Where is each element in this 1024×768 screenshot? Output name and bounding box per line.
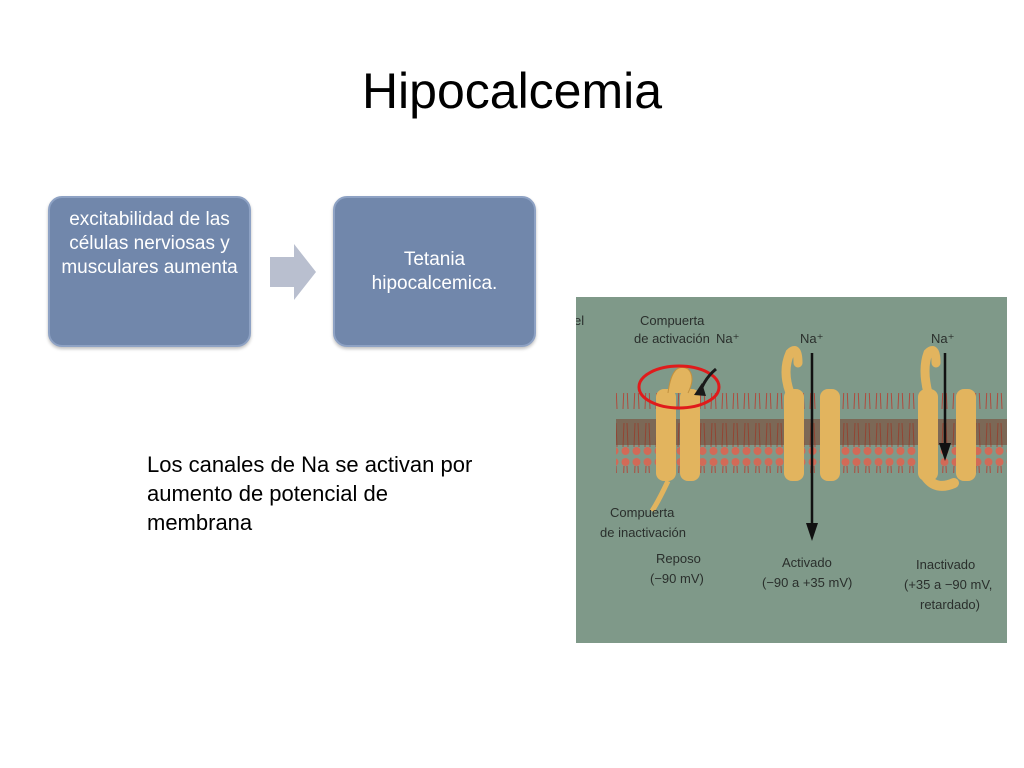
channel-active (781, 346, 840, 541)
label-inactivation-gate-line2: de inactivación (600, 525, 686, 540)
label-state-rest-line2: (−90 mV) (650, 571, 704, 586)
channel-inactive (918, 346, 976, 491)
label-na-inactive: Na⁺ (931, 331, 954, 346)
sodium-channel-figure: el Compuerta de activación Na⁺ Na⁺ Na⁺ C… (576, 297, 1007, 643)
channel-rest (637, 364, 721, 513)
label-na-rest: Na⁺ (716, 331, 739, 346)
note-text: Los canales de Na se activan por aumento… (147, 452, 473, 535)
label-state-inactive-line2: (+35 a −90 mV, (904, 577, 992, 592)
label-activation-gate-line1: Compuerta (640, 313, 705, 328)
label-inactivation-gate-line1: Compuerta (610, 505, 675, 520)
label-activation-gate-line2: de activación (634, 331, 710, 346)
label-state-active-line2: (−90 a +35 mV) (762, 575, 852, 590)
flow-box-excitability: excitabilidad de las células nerviosas y… (48, 196, 251, 347)
highlight-circle (637, 364, 721, 410)
label-state-inactive-line3: retardado) (920, 597, 980, 612)
label-state-inactive-line1: Inactivado (916, 557, 975, 572)
slide-title: Hipocalcemia (361, 63, 663, 119)
flow-box-tetany: Tetania hipocalcemica. (333, 196, 536, 347)
label-na-active: Na⁺ (800, 331, 823, 346)
label-state-rest-line1: Reposo (656, 551, 701, 566)
label-state-active-line1: Activado (782, 555, 832, 570)
cropped-text-fragment: el (576, 313, 584, 328)
flow-arrow-icon (270, 244, 316, 300)
